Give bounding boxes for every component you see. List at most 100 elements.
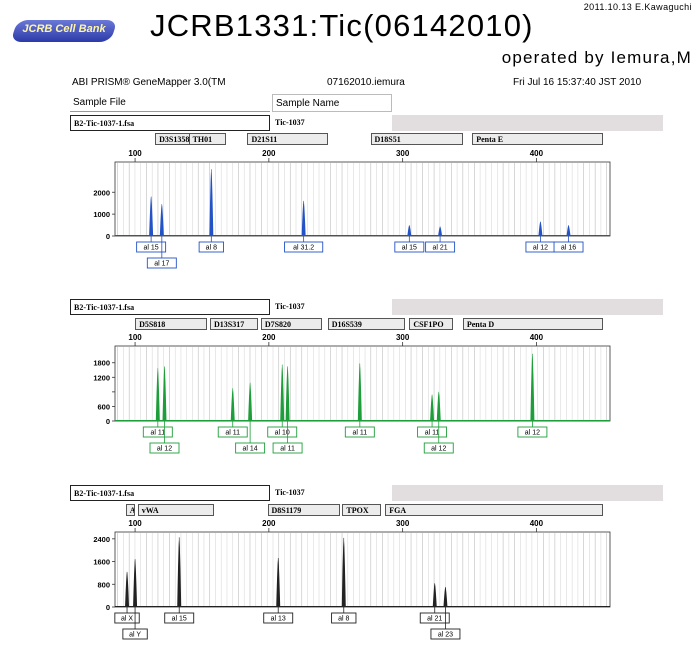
allele-peak <box>438 226 443 237</box>
allele-label-box <box>149 442 180 454</box>
x-tick-label: 300 <box>396 333 410 342</box>
allele-peak <box>357 363 362 422</box>
marker-label: CSF1PO <box>409 318 454 330</box>
marker-label: TH01 <box>188 133 227 145</box>
panel-2-sample-name: Tic-1037 <box>272 299 392 315</box>
allele-label: al 13 <box>271 616 286 623</box>
allele-label-box <box>263 612 294 624</box>
allele-label: al 15 <box>402 245 417 252</box>
allele-label-box <box>122 628 148 640</box>
x-tick-label: 100 <box>128 519 142 528</box>
y-tick-label: 1000 <box>93 210 110 219</box>
allele-label: al 11 <box>150 430 165 437</box>
panel-2-file-name: B2-Tic-1037-1.fsa <box>70 299 270 315</box>
y-tick-label: 1200 <box>93 373 110 382</box>
allele-label-box <box>344 426 375 438</box>
allele-peak <box>538 221 543 237</box>
allele-label-box <box>417 426 448 438</box>
marker-label: D16S539 <box>327 318 406 330</box>
allele-label-box <box>517 426 548 438</box>
panel-1-file-name: B2-Tic-1037-1.fsa <box>70 115 270 131</box>
allele-label-box <box>198 241 224 253</box>
allele-label: al 15 <box>172 616 187 623</box>
x-tick-label: 400 <box>530 333 544 342</box>
panel-3-file-name: B2-Tic-1037-1.fsa <box>70 485 270 501</box>
y-tick-label: 1600 <box>93 558 110 567</box>
date-author: 2011.10.13 E.Kawaguchi <box>583 2 692 12</box>
allele-label: al 12 <box>431 446 446 453</box>
allele-label: al 11 <box>425 430 440 437</box>
panel-1-chart: 100 200 300 400 0 1000 2000 al 15 al 17 al 8 al 31… <box>93 149 611 269</box>
y-tick-label: 0 <box>106 232 110 241</box>
allele-label: al 11 <box>352 430 367 437</box>
allele-peak <box>432 583 437 608</box>
marker-label: D13S317 <box>209 318 259 330</box>
allele-label: al 23 <box>438 632 453 639</box>
page-title: JCRB1331:Tic(06142010) <box>150 8 534 43</box>
jcrb-logo: JCRB Cell Bank <box>10 20 118 42</box>
x-tick-label: 200 <box>262 333 276 342</box>
allele-label: al 12 <box>525 430 540 437</box>
marker-label: TPOX <box>342 504 382 516</box>
y-tick-label: 600 <box>97 402 110 411</box>
x-tick-label: 300 <box>396 149 410 158</box>
allele-label: al 31.2 <box>293 245 314 252</box>
allele-peak <box>149 196 154 237</box>
allele-label-box <box>142 426 173 438</box>
project-name: 07162010.iemura <box>327 77 405 88</box>
x-tick-label: 400 <box>530 519 544 528</box>
allele-label-box <box>553 241 584 253</box>
marker-label: Penta E <box>472 133 604 145</box>
allele-label: al 17 <box>154 261 169 268</box>
panel-1-sample-bar <box>392 115 663 131</box>
allele-label-box <box>419 612 450 624</box>
allele-label: al Y <box>129 632 141 639</box>
allele-label-box <box>217 426 248 438</box>
operated-by: operated by Iemura,M <box>501 48 692 67</box>
allele-label: al 8 <box>206 245 217 252</box>
software-name: ABI PRISM® GeneMapper 3.0(TM <box>72 77 226 88</box>
allele-label-box <box>235 442 266 454</box>
x-tick-label: 100 <box>128 333 142 342</box>
sample-name-header: Sample Name <box>272 94 392 112</box>
panel-1-sample-name: Tic-1037 <box>272 115 392 131</box>
x-tick-label: 200 <box>262 149 276 158</box>
allele-peak <box>209 168 214 237</box>
allele-peak <box>162 365 167 422</box>
allele-label: al 10 <box>275 430 290 437</box>
allele-label: al 11 <box>225 430 240 437</box>
logo-text: JCRB Cell Bank <box>22 23 106 35</box>
allele-peak <box>407 225 412 237</box>
allele-peak <box>177 537 182 608</box>
allele-label-box <box>267 426 298 438</box>
plot-frame <box>114 161 611 237</box>
allele-label: al 15 <box>144 245 159 252</box>
sample-file-header: Sample File <box>70 94 270 112</box>
allele-peak <box>436 391 441 422</box>
allele-peak <box>301 200 306 237</box>
x-tick-label: 100 <box>128 149 142 158</box>
marker-label: D3S1358 <box>155 133 190 145</box>
x-tick-label: 200 <box>262 519 276 528</box>
allele-label-box <box>272 442 303 454</box>
marker-label: D21S11 <box>247 133 328 145</box>
allele-peak <box>230 387 235 422</box>
plot-frame <box>114 531 611 608</box>
allele-label-box <box>331 612 357 624</box>
panel-2-sample-bar <box>392 299 663 315</box>
y-tick-label: 0 <box>106 417 110 426</box>
allele-peak <box>159 203 164 237</box>
marker-label: Penta D <box>462 318 604 330</box>
y-tick-label: 800 <box>97 580 110 589</box>
allele-label: al 11 <box>280 446 295 453</box>
panel-3-sample-name: Tic-1037 <box>272 485 392 501</box>
x-tick-label: 400 <box>530 149 544 158</box>
y-tick-label: 2000 <box>93 188 110 197</box>
allele-label: al 12 <box>157 446 172 453</box>
plot-frame <box>114 345 611 422</box>
allele-label-box <box>136 241 167 253</box>
x-tick-label: 300 <box>396 519 410 528</box>
marker-label: D5S818 <box>135 318 208 330</box>
